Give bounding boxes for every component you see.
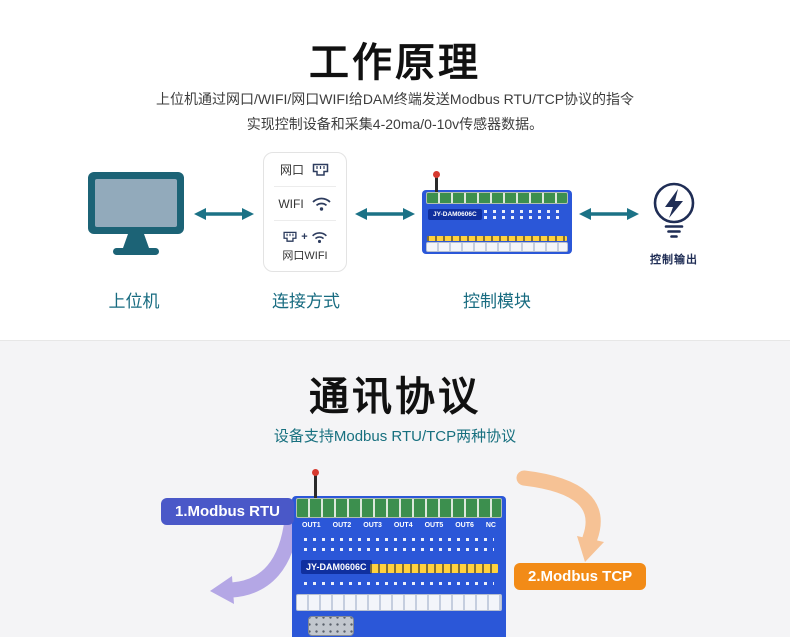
serial-port-connector bbox=[308, 616, 354, 636]
double-arrow-icon bbox=[579, 208, 639, 220]
ethernet-wifi-row: + 网口WIFI bbox=[282, 221, 327, 271]
divider bbox=[274, 220, 336, 221]
section2-subtitle: 设备支持Modbus RTU/TCP两种协议 bbox=[273, 428, 517, 445]
control-module-device: JY-DAM0606C bbox=[422, 171, 572, 254]
double-arrow-icon bbox=[355, 208, 415, 220]
wifi-icon bbox=[311, 231, 327, 243]
device-markings bbox=[484, 216, 564, 219]
device-label-stripe bbox=[370, 564, 498, 573]
section1-description: 上位机通过网口/WIFI/网口WIFI给DAM终端发送Modbus RTU/TC… bbox=[0, 87, 790, 137]
terminal-strip-bottom bbox=[426, 242, 568, 252]
device-markings bbox=[484, 210, 564, 213]
out-label: OUT5 bbox=[424, 522, 444, 529]
orange-curved-arrow bbox=[516, 470, 604, 562]
module-caption: 控制模块 bbox=[463, 292, 531, 311]
output-channel-labels: OUT1 OUT2 OUT3 OUT4 OUT5 OUT6 NC bbox=[302, 522, 496, 529]
desc-line-2: 实现控制设备和采集4-20ma/0-10v传感器数据。 bbox=[246, 116, 544, 132]
wifi-icon bbox=[312, 197, 331, 211]
ethernet-row: 网口 bbox=[264, 153, 346, 186]
device-markings bbox=[304, 548, 494, 551]
connection-caption: 连接方式 bbox=[272, 292, 340, 311]
antenna-icon bbox=[433, 171, 440, 192]
terminal-strip-top bbox=[296, 498, 502, 518]
device-model-label: JY-DAM0606C bbox=[301, 560, 372, 574]
device-markings bbox=[304, 582, 494, 585]
out-label: OUT3 bbox=[363, 522, 382, 529]
lightbulb-output-icon bbox=[653, 182, 695, 238]
ethernet-port-icon bbox=[312, 163, 329, 176]
combo-icons: + bbox=[282, 230, 327, 244]
modbus-rtu-badge: 1.Modbus RTU bbox=[161, 498, 294, 525]
device-label-stripe bbox=[427, 236, 567, 241]
ethernet-label: 网口 bbox=[279, 163, 304, 177]
output-caption: 控制输出 bbox=[650, 254, 698, 266]
connection-methods-box: 网口 WIFI bbox=[263, 152, 347, 272]
plus-sign: + bbox=[301, 230, 308, 243]
device-body: OUT1 OUT2 OUT3 OUT4 OUT5 OUT6 NC JY-DAM0… bbox=[292, 496, 506, 637]
wifi-row: WIFI bbox=[264, 187, 346, 220]
section1-title: 工作原理 bbox=[309, 41, 481, 85]
divider bbox=[274, 186, 336, 187]
host-caption: 上位机 bbox=[108, 292, 160, 311]
section2-title: 通讯协议 bbox=[309, 375, 481, 419]
control-module-device-large: OUT1 OUT2 OUT3 OUT4 OUT5 OUT6 NC JY-DAM0… bbox=[292, 469, 506, 637]
out-label: OUT6 bbox=[455, 522, 474, 529]
out-label: NC bbox=[485, 522, 496, 529]
out-label: OUT4 bbox=[393, 522, 413, 529]
double-arrow-icon bbox=[194, 208, 254, 220]
device-body: JY-DAM0606C bbox=[422, 190, 572, 254]
device-markings bbox=[304, 538, 494, 541]
device-model-label: JY-DAM0606C bbox=[428, 209, 482, 220]
wifi-label: WIFI bbox=[278, 196, 304, 211]
out-label: OUT1 bbox=[302, 522, 321, 529]
desc-line-1: 上位机通过网口/WIFI/网口WIFI给DAM终端发送Modbus RTU/TC… bbox=[155, 91, 635, 107]
terminal-strip-top bbox=[426, 192, 568, 204]
antenna-icon bbox=[312, 469, 319, 498]
combo-label: 网口WIFI bbox=[282, 249, 328, 262]
terminal-strip-bottom bbox=[296, 594, 502, 611]
purple-curved-arrow bbox=[210, 512, 300, 604]
ethernet-port-icon bbox=[283, 231, 297, 242]
out-label: OUT2 bbox=[332, 522, 352, 529]
monitor-icon bbox=[88, 172, 184, 255]
modbus-tcp-badge: 2.Modbus TCP bbox=[514, 563, 647, 590]
